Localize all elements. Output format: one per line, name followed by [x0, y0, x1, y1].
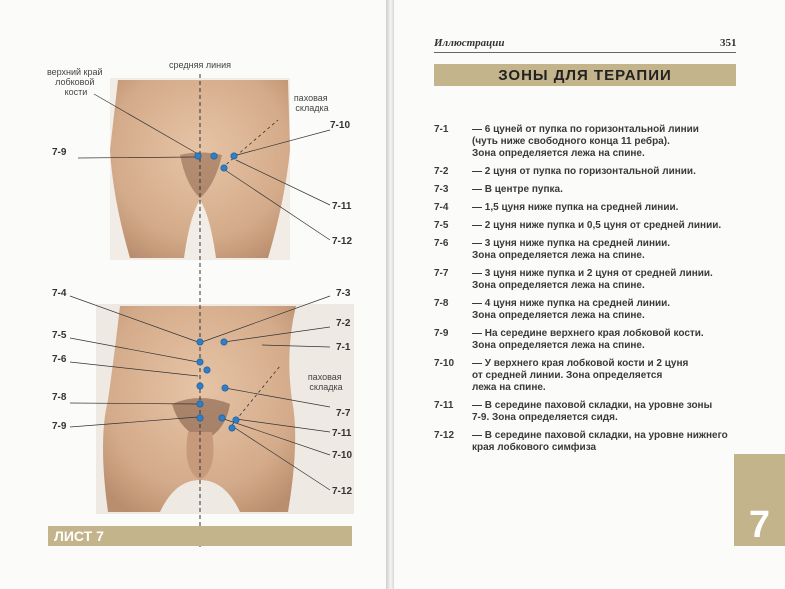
zone-code: 7-1: [434, 124, 449, 135]
label-7-12-top: 7-12: [332, 236, 352, 247]
label-7-10-top: 7-10: [330, 120, 350, 131]
zone-item: 7-7 — 3 цуня ниже пупка и 2 цуня от средн…: [434, 268, 734, 292]
point-7-12: [228, 424, 236, 432]
point-7-12-top: [220, 164, 228, 172]
point-7-9: [196, 414, 204, 422]
groin-fold-line-top: [221, 119, 279, 169]
zone-code: 7-4: [434, 202, 449, 213]
point-7-8: [196, 400, 204, 408]
point-7-6: [196, 382, 204, 390]
zone-desc: — 4 цуня ниже пупка на средней линии. Зо…: [472, 298, 671, 321]
point-7-4: [196, 358, 204, 366]
label-7-11: 7-11: [332, 428, 352, 439]
zone-item: 7-8 — 4 цуня ниже пупка на средней линии.…: [434, 298, 734, 322]
zone-item: 7-4 — 1,5 цуня ниже пупка на средней лини…: [434, 202, 734, 214]
page-title: ЗОНЫ ДЛЯ ТЕРАПИИ: [498, 67, 672, 84]
sheet-banner: ЛИСТ 7: [48, 526, 352, 546]
zone-code: 7-8: [434, 298, 449, 309]
pubic-edge-label: верхний край лобковой кости: [47, 67, 105, 97]
anatomy-illustration: средняя линия паховая складка паховая ск…: [47, 60, 354, 550]
groin-fold-line-bottom: [231, 365, 281, 426]
midline-label: средняя линия: [169, 60, 231, 70]
zone-code: 7-9: [434, 328, 449, 339]
zone-item: 7-12 — В середине паховой складки, на уро…: [434, 430, 734, 454]
right-page: [392, 0, 785, 589]
zone-desc: — В середине паховой складки, на уровне …: [472, 430, 728, 453]
zone-code: 7-12: [434, 430, 455, 441]
label-7-5: 7-5: [52, 330, 67, 341]
point-7-5: [203, 366, 211, 374]
zone-item: 7-2 — 2 цуня от пупка по горизонтальной л…: [434, 166, 734, 178]
title-banner: ЗОНЫ ДЛЯ ТЕРАПИИ: [434, 64, 736, 86]
zone-desc: — В середине паховой складки, на уровне …: [472, 400, 713, 423]
label-7-2: 7-2: [336, 318, 351, 329]
zone-code: 7-2: [434, 166, 449, 177]
label-7-10: 7-10: [332, 450, 352, 461]
label-7-9-top: 7-9: [52, 147, 67, 158]
zone-desc: — На середине верхнего края лобковой кос…: [472, 328, 704, 351]
sheet-tab-number: 7: [748, 504, 771, 546]
zone-desc: — 3 цуня ниже пупка и 2 цуня от средней …: [472, 268, 713, 291]
zone-code: 7-7: [434, 268, 449, 279]
label-7-1: 7-1: [336, 342, 351, 353]
page-number: 351: [720, 37, 737, 49]
zone-item: 7-9 — На середине верхнего края лобковой …: [434, 328, 734, 352]
zone-item: 7-6 — 3 цуня ниже пупка на средней линии.…: [434, 238, 734, 262]
zone-desc: — 2 цуня от пупка по горизонтальной лини…: [472, 166, 696, 177]
running-head: Иллюстрации: [434, 37, 505, 49]
zone-item: 7-10 — У верхнего края лобковой кости и 2…: [434, 358, 734, 394]
zone-code: 7-3: [434, 184, 449, 195]
sheet-tab: 7: [734, 454, 785, 546]
zone-desc: — 2 цуня ниже пупка и 0,5 цуня от средне…: [472, 220, 722, 231]
book-gutter: [386, 0, 394, 589]
groin-fold-label-top: паховая складка: [294, 93, 330, 113]
point-7-11: [232, 416, 240, 424]
zone-code: 7-5: [434, 220, 449, 231]
header-rule: [434, 52, 736, 53]
zone-desc: — 6 цуней от пупка по горизонтальной лин…: [472, 124, 699, 159]
label-7-9: 7-9: [52, 421, 67, 432]
label-7-6: 7-6: [52, 354, 67, 365]
zone-desc: — 3 цуня ниже пупка на средней линии. Зо…: [472, 238, 671, 261]
point-7-9-top: [194, 152, 202, 160]
zone-desc: — 1,5 цуня ниже пупка на средней линии.: [472, 202, 679, 213]
zone-desc: — У верхнего края лобковой кости и 2 цун…: [472, 358, 689, 393]
point-7-2: [220, 338, 228, 346]
zone-code: 7-6: [434, 238, 449, 249]
sheet-label: ЛИСТ 7: [54, 528, 104, 544]
groin-fold-label-top-line1: паховая: [294, 93, 328, 103]
zone-item: 7-3 — В центре пупка.: [434, 184, 734, 196]
label-7-11-top: 7-11: [332, 201, 352, 212]
zone-item: 7-1 — 6 цуней от пупка по горизонтальной …: [434, 124, 734, 160]
zone-desc: — В центре пупка.: [472, 184, 563, 195]
point-7-10-top: [210, 152, 218, 160]
zone-code: 7-11: [434, 400, 454, 411]
groin-fold-label-top-line2: складка: [295, 103, 328, 113]
label-7-3: 7-3: [336, 288, 351, 299]
label-7-4: 7-4: [52, 288, 67, 299]
point-7-3: [196, 338, 204, 346]
label-7-8: 7-8: [52, 392, 67, 403]
point-7-10: [218, 414, 226, 422]
zones-list: 7-1 — 6 цуней от пупка по горизонтальной …: [434, 124, 734, 460]
zone-item: 7-5 — 2 цуня ниже пупка и 0,5 цуня от сре…: [434, 220, 734, 232]
point-7-11-top: [230, 152, 238, 160]
groin-fold-label-bottom: паховая складка: [308, 372, 344, 392]
zone-code: 7-10: [434, 358, 455, 369]
zone-item: 7-11 — В середине паховой складки, на уро…: [434, 400, 734, 424]
label-7-12: 7-12: [332, 486, 352, 497]
label-7-7: 7-7: [336, 408, 351, 419]
point-7-7: [221, 384, 229, 392]
bottom-figure: [96, 304, 354, 514]
